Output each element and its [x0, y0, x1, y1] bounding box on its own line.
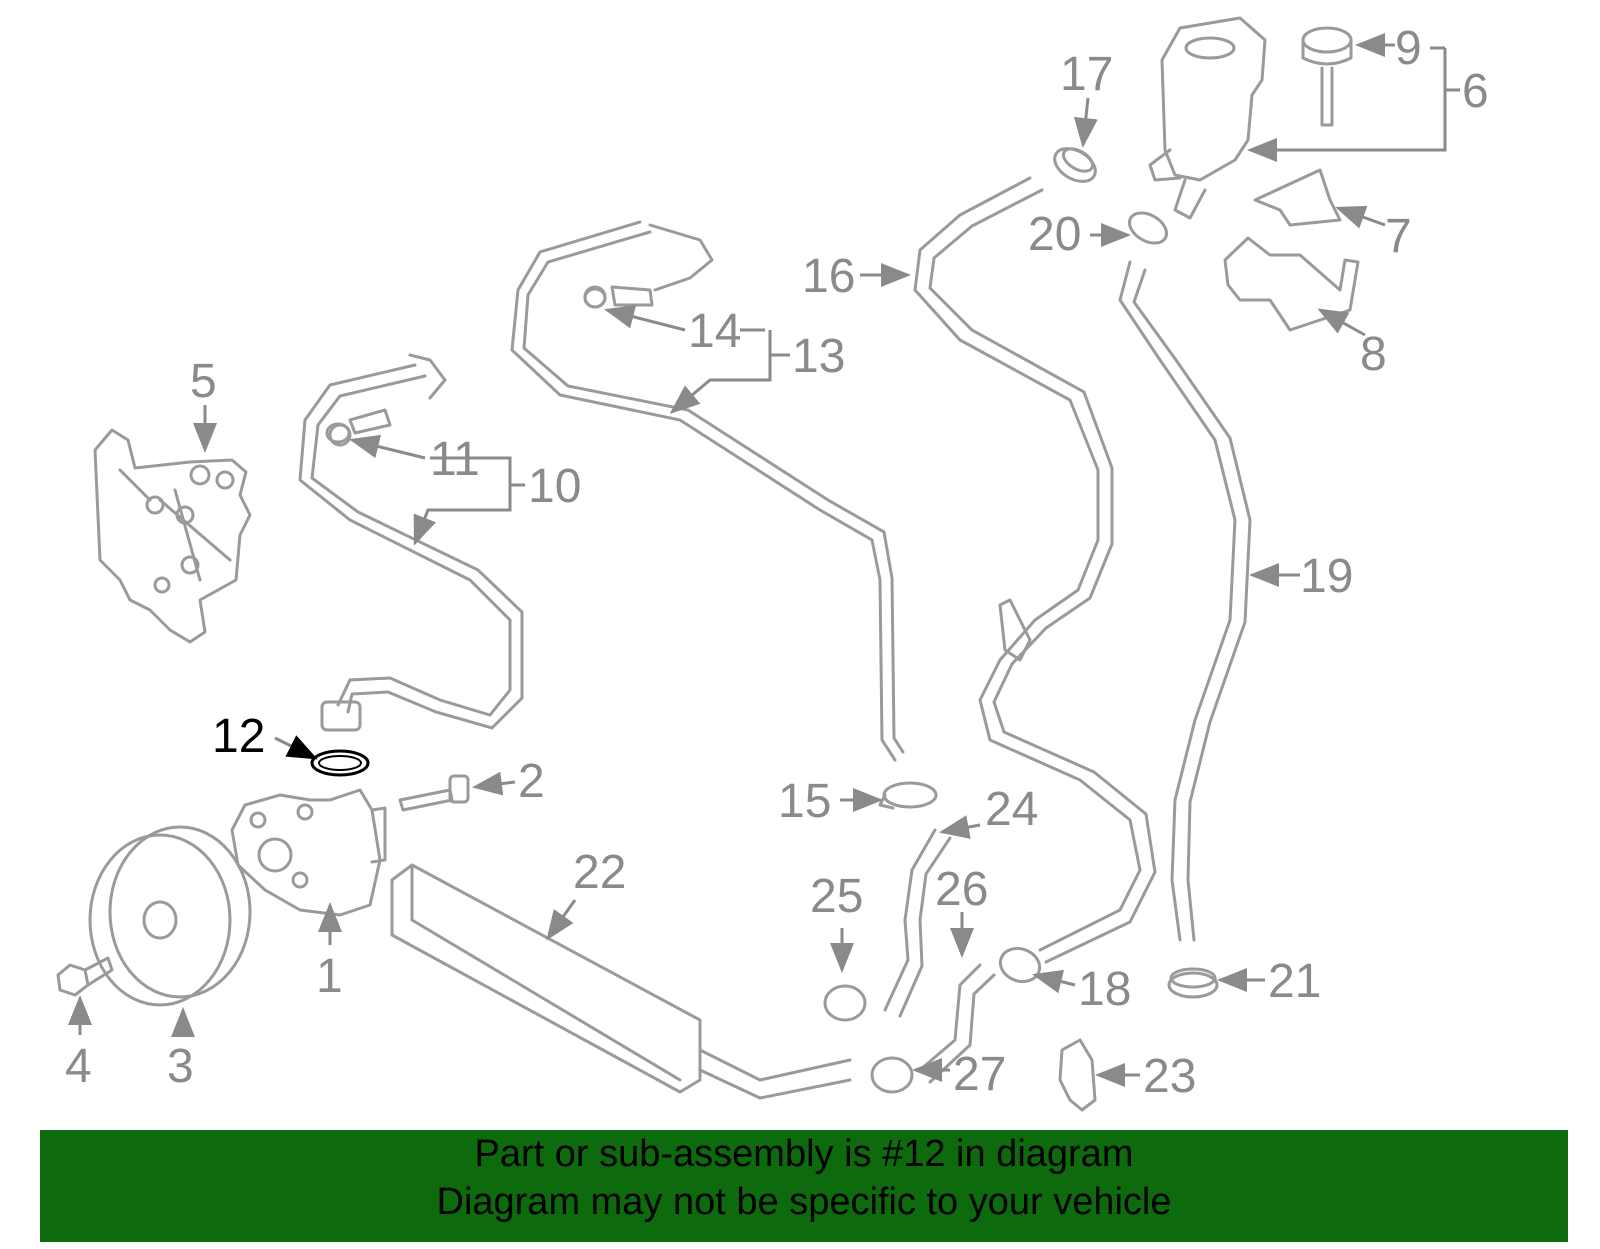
- callout-6: 6: [1462, 65, 1489, 118]
- callout-14: 14: [688, 305, 741, 358]
- clamp-part-17: [1053, 147, 1097, 183]
- clamp-part-21: [1167, 967, 1219, 999]
- callout-13: 13: [792, 330, 845, 383]
- hose-part-16: [913, 176, 1157, 964]
- bolt-part-4: [56, 956, 114, 997]
- bracket-part-8: [1223, 236, 1360, 332]
- callout-9: 9: [1395, 22, 1422, 75]
- callout-22: 22: [573, 846, 626, 899]
- callout-7: 7: [1385, 210, 1412, 263]
- callout-26: 26: [935, 863, 988, 916]
- pressure-line-part-10: [298, 353, 524, 732]
- callout-18: 18: [1078, 963, 1131, 1016]
- callout-19: 19: [1300, 550, 1353, 603]
- callout-17: 17: [1060, 48, 1113, 101]
- banner-line-1: Part or sub-assembly is #12 in diagram: [474, 1133, 1134, 1175]
- clamp-part-27: [870, 1056, 914, 1094]
- hose-part-26: [918, 963, 996, 1084]
- bolt-part-2: [398, 774, 470, 812]
- callout-1: 1: [316, 950, 343, 1003]
- callout-15: 15: [778, 775, 831, 828]
- cooler-part-22: [390, 863, 852, 1100]
- seal-part-11: [325, 422, 351, 444]
- return-hose-part-19: [1118, 260, 1252, 942]
- hose-part-24: [883, 828, 952, 1018]
- callout-8: 8: [1360, 328, 1387, 381]
- clamp-part-20: [1128, 211, 1168, 245]
- callout-4: 4: [65, 1040, 92, 1093]
- cap-part-9: [1301, 26, 1353, 127]
- callout-21: 21: [1268, 955, 1321, 1008]
- callout-11: 11: [430, 433, 480, 486]
- clamp-part-25: [823, 984, 867, 1022]
- callout-5: 5: [190, 355, 217, 408]
- callout-27: 27: [953, 1048, 1006, 1101]
- callout-20: 20: [1028, 208, 1081, 261]
- clamp-part-18: [998, 946, 1042, 984]
- callout-24: 24: [985, 783, 1038, 836]
- reservoir-part-6: [1148, 16, 1267, 220]
- callout-25: 25: [810, 870, 863, 923]
- callout-16: 16: [802, 250, 855, 303]
- bracket-part-23: [1058, 1038, 1097, 1112]
- bracket-part-5: [93, 428, 252, 644]
- banner-line-2: Diagram may not be specific to your vehi…: [436, 1181, 1172, 1223]
- o-ring-part-12: [310, 749, 370, 777]
- clamp-part-15: [878, 781, 938, 810]
- callout-12: 12: [212, 710, 265, 763]
- bracket-part-7: [1253, 168, 1342, 227]
- pump-part-1: [230, 788, 387, 917]
- callout-10: 10: [528, 460, 581, 513]
- pulley-part-3: [88, 825, 252, 1007]
- callout-23: 23: [1143, 1050, 1196, 1103]
- callout-3: 3: [167, 1040, 194, 1093]
- leader-lines: [68, 33, 1460, 1087]
- seal-part-14: [583, 287, 607, 309]
- info-banner: Part or sub-assembly is #12 in diagram D…: [40, 1130, 1568, 1242]
- callout-2: 2: [518, 755, 545, 808]
- callout-labels: 1 2 3 4 5 6 7 8 9 10 11 12 13 14 15 16 1…: [65, 22, 1489, 1103]
